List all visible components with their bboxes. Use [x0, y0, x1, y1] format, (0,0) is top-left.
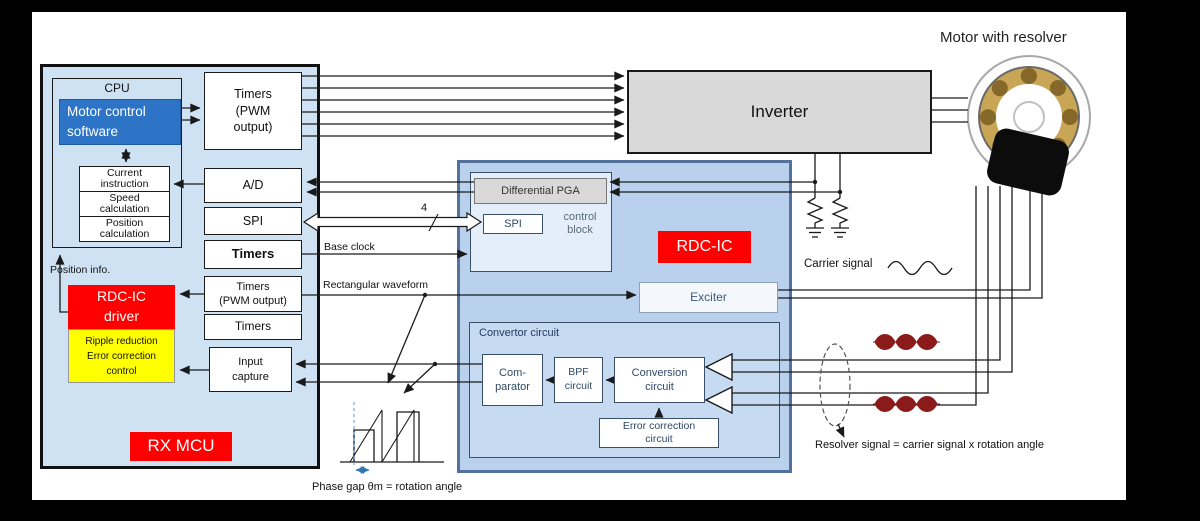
rx-mcu-label: RX MCU: [130, 432, 232, 461]
inverter-label: Inverter: [750, 101, 809, 121]
peripheral-spi: SPI: [204, 207, 302, 235]
calc-box-current-instruction: Current instruction: [79, 166, 170, 192]
spi-bus-arrow: [302, 211, 483, 233]
ground-icon: [806, 227, 824, 238]
cpu-box: [52, 78, 182, 248]
motor-control-software-label: Motor control software: [67, 104, 146, 139]
error-correction-box: Error correction circuit: [599, 418, 719, 448]
peripheral-timers-pwm-mid: Timers (PWM output): [204, 276, 302, 312]
diagram-canvas: Inverter: [30, 10, 1128, 502]
amplifier-icon: [704, 352, 733, 382]
resolver-burst-icon: [873, 396, 940, 412]
exciter-drive-line: [302, 290, 637, 394]
peripheral-timers-plain: Timers: [204, 314, 302, 340]
rectangular-waveform-label: Rectangular waveform: [323, 279, 429, 291]
rdc-ic-driver-box: RDC-IC driver: [68, 285, 175, 329]
base-clock-label: Base clock: [324, 241, 375, 253]
motor-core-icon: [1013, 101, 1045, 133]
bpf-circuit-box: BPF circuit: [554, 357, 603, 403]
rdc-ic-label: RDC-IC: [658, 231, 751, 263]
resistor-icon: [806, 197, 824, 228]
exciter-box: Exciter: [639, 282, 778, 313]
motor-control-software-box: Motor control software: [59, 99, 181, 145]
phase-gap-label: Phase gap θm = rotation angle: [312, 481, 463, 493]
cpu-internal-arrows: [55, 103, 204, 313]
convertor-internal-arrows: [545, 375, 664, 418]
peripheral-adc: A/D: [204, 168, 302, 203]
calc-box-position-calculation: Position calculation: [79, 216, 170, 242]
conversion-circuit-box: Conversion circuit: [614, 357, 705, 403]
resolver-burst-icon: [873, 334, 940, 350]
peripheral-input-capture: Input capture: [209, 347, 292, 392]
driver-note-box: Ripple reduction Error correction contro…: [68, 329, 175, 383]
calc-box-speed-calculation: Speed calculation: [79, 191, 170, 217]
carrier-wave-icon: [887, 260, 953, 276]
amplifier-icon: [704, 385, 733, 415]
pwm-to-inverter-lines: [302, 71, 625, 141]
peripheral-timers-pwm-top: Timers (PWM output): [204, 72, 302, 150]
phase-gap-waveform-illustration: [340, 402, 444, 474]
cpu-label: CPU: [104, 81, 130, 95]
exciter-output-lines: [778, 186, 1043, 299]
comparator-output-lines: [295, 359, 482, 387]
inverter-to-motor-lines: [932, 97, 968, 123]
convertor-circuit-label: Convertor circuit: [479, 327, 560, 339]
ground-icon: [831, 227, 849, 238]
peripheral-timers-base: Timers: [204, 240, 302, 269]
spi-bus-width-label: 4: [421, 202, 428, 214]
driver-link-arrows: [179, 289, 209, 375]
control-block-label: control block: [563, 211, 597, 237]
resolver-signal-callout: [819, 343, 851, 438]
position-info-label: Position info.: [50, 264, 111, 276]
resolver-signal-lines: [732, 186, 1013, 406]
rdc-spi-box: SPI: [483, 214, 543, 234]
carrier-signal-label: Carrier signal: [804, 258, 873, 270]
wiring-layer: [55, 71, 1043, 474]
differential-pga-box: Differential PGA: [474, 178, 607, 204]
resistor-icon: [831, 197, 849, 228]
current-sense-network: [306, 154, 849, 238]
inverter-box: Inverter: [627, 70, 932, 154]
comparator-box: Com- parator: [482, 354, 543, 406]
resolver-equation-label: Resolver signal = carrier signal x rotat…: [815, 439, 1044, 451]
motor-title: Motor with resolver: [940, 29, 1067, 46]
